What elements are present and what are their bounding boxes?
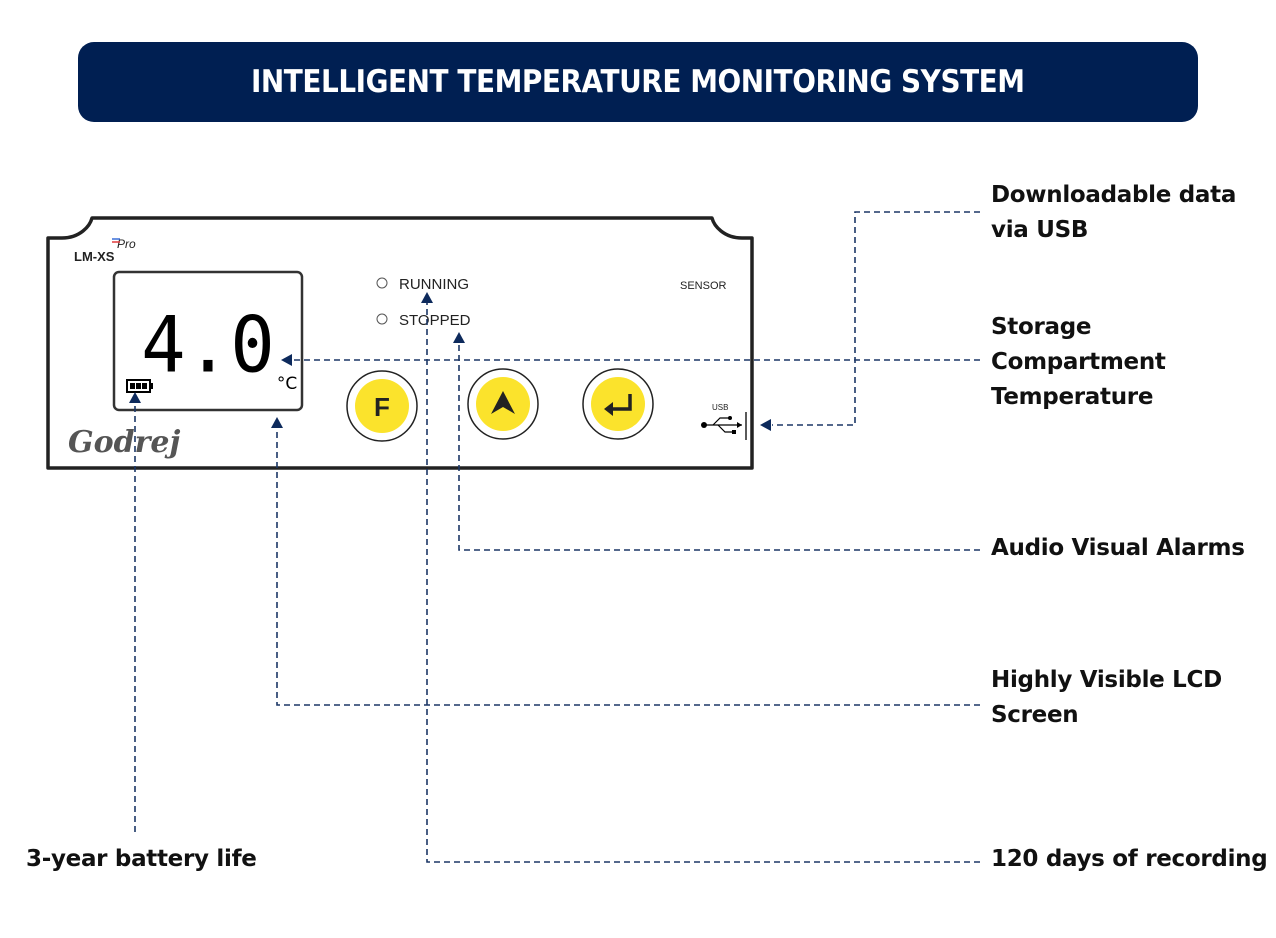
callout-line-alarms bbox=[458, 344, 980, 551]
enter-arrow-icon bbox=[604, 394, 632, 416]
callout-alarms-line1: Audio Visual Alarms bbox=[991, 535, 1245, 561]
battery-icon bbox=[126, 379, 153, 393]
function-button[interactable]: F bbox=[346, 370, 418, 442]
status-running: RUNNING bbox=[376, 276, 469, 293]
up-button[interactable] bbox=[467, 368, 539, 440]
callout-battery-line1: 3-year battery life bbox=[26, 846, 257, 872]
arrowhead-temperature bbox=[281, 354, 292, 366]
stopped-label: STOPPED bbox=[399, 312, 471, 329]
running-label: RUNNING bbox=[399, 276, 469, 293]
callout-lcd-line2: Screen bbox=[991, 702, 1079, 728]
callout-lcd-line1: Highly Visible LCD bbox=[991, 667, 1222, 693]
callout-arrowheads bbox=[129, 292, 771, 431]
callout-line-lcd bbox=[276, 428, 980, 706]
arrowhead-battery bbox=[129, 392, 141, 403]
callout-battery: 3-year battery life bbox=[26, 842, 257, 877]
brand-logo: Godrej bbox=[68, 425, 180, 460]
arrowhead-usb bbox=[760, 419, 771, 431]
callout-recording-line1: 120 days of recording bbox=[991, 846, 1268, 872]
lcd-screen bbox=[112, 270, 304, 412]
lcd-unit: °C bbox=[277, 374, 297, 394]
arrowhead-recording bbox=[421, 292, 433, 303]
callout-usb: Downloadable data via USB bbox=[991, 178, 1236, 248]
callout-recording: 120 days of recording bbox=[991, 842, 1268, 877]
callout-line-recording bbox=[426, 302, 980, 863]
sensor-label: SENSOR bbox=[680, 280, 727, 292]
callout-temperature-line2: Compartment bbox=[991, 349, 1166, 375]
page-title: INTELLIGENT TEMPERATURE MONITORING SYSTE… bbox=[251, 64, 1025, 100]
callout-usb-line2: via USB bbox=[991, 217, 1089, 243]
function-button-label: F bbox=[374, 392, 390, 422]
callout-lcd: Highly Visible LCD Screen bbox=[991, 663, 1222, 733]
callout-temperature: Storage Compartment Temperature bbox=[991, 310, 1166, 415]
model-suffix: Pro bbox=[117, 237, 136, 251]
title-banner: INTELLIGENT TEMPERATURE MONITORING SYSTE… bbox=[78, 42, 1198, 122]
usb-label: USB bbox=[712, 403, 728, 412]
callout-temperature-line3: Temperature bbox=[991, 384, 1154, 410]
callout-lines bbox=[134, 211, 980, 863]
lcd-temperature-reading: 4.0 bbox=[141, 300, 275, 390]
enter-button[interactable] bbox=[582, 368, 654, 440]
arrowhead-alarms bbox=[453, 332, 465, 343]
callout-alarms: Audio Visual Alarms bbox=[991, 531, 1245, 566]
usb-icon bbox=[701, 412, 747, 440]
callout-usb-line1: Downloadable data bbox=[991, 182, 1237, 208]
status-stopped: STOPPED bbox=[376, 312, 471, 329]
callout-temperature-line1: Storage bbox=[991, 314, 1092, 340]
model-label: LM-XS bbox=[74, 249, 115, 264]
arrowhead-lcd bbox=[271, 417, 283, 428]
up-arrow-icon bbox=[491, 391, 515, 414]
callout-line-usb bbox=[772, 211, 980, 426]
